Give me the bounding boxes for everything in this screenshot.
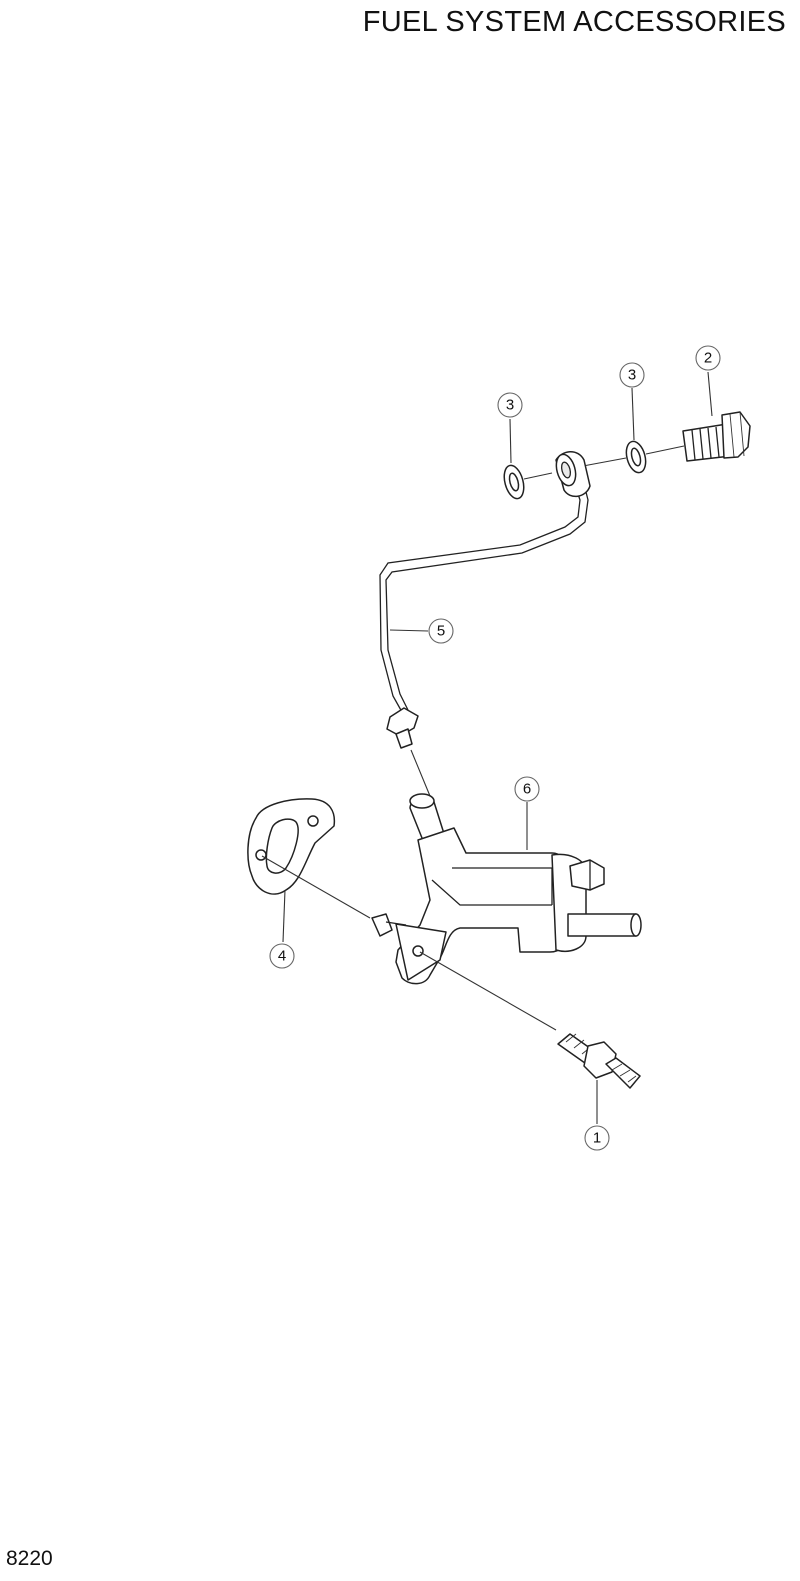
callout-1-label: 1 xyxy=(593,1130,601,1147)
callout-2: 2 xyxy=(695,345,721,371)
callout-4-label: 4 xyxy=(278,948,286,965)
page-title: FUEL SYSTEM ACCESSORIES xyxy=(362,6,786,38)
stud-bolt xyxy=(557,1033,641,1089)
sealing-washer-right xyxy=(625,440,647,474)
callout-3-left-label: 3 xyxy=(506,397,514,414)
callout-3-right-label: 3 xyxy=(628,367,636,384)
gasket xyxy=(247,798,336,895)
callout-1: 1 xyxy=(584,1125,610,1151)
fuel-pipe xyxy=(379,451,591,749)
page-number: 8220 xyxy=(6,1547,53,1570)
callout-5: 5 xyxy=(428,618,454,644)
banjo-bolt xyxy=(682,411,751,462)
callout-4: 4 xyxy=(269,943,295,969)
callout-6: 6 xyxy=(514,776,540,802)
sealing-washer-left xyxy=(503,464,525,500)
callout-3-right: 3 xyxy=(619,362,645,388)
callout-3-left: 3 xyxy=(497,392,523,418)
fuel-pump xyxy=(371,793,642,985)
callout-6-label: 6 xyxy=(523,781,531,798)
callout-5-label: 5 xyxy=(437,623,445,640)
callout-2-label: 2 xyxy=(704,350,712,367)
